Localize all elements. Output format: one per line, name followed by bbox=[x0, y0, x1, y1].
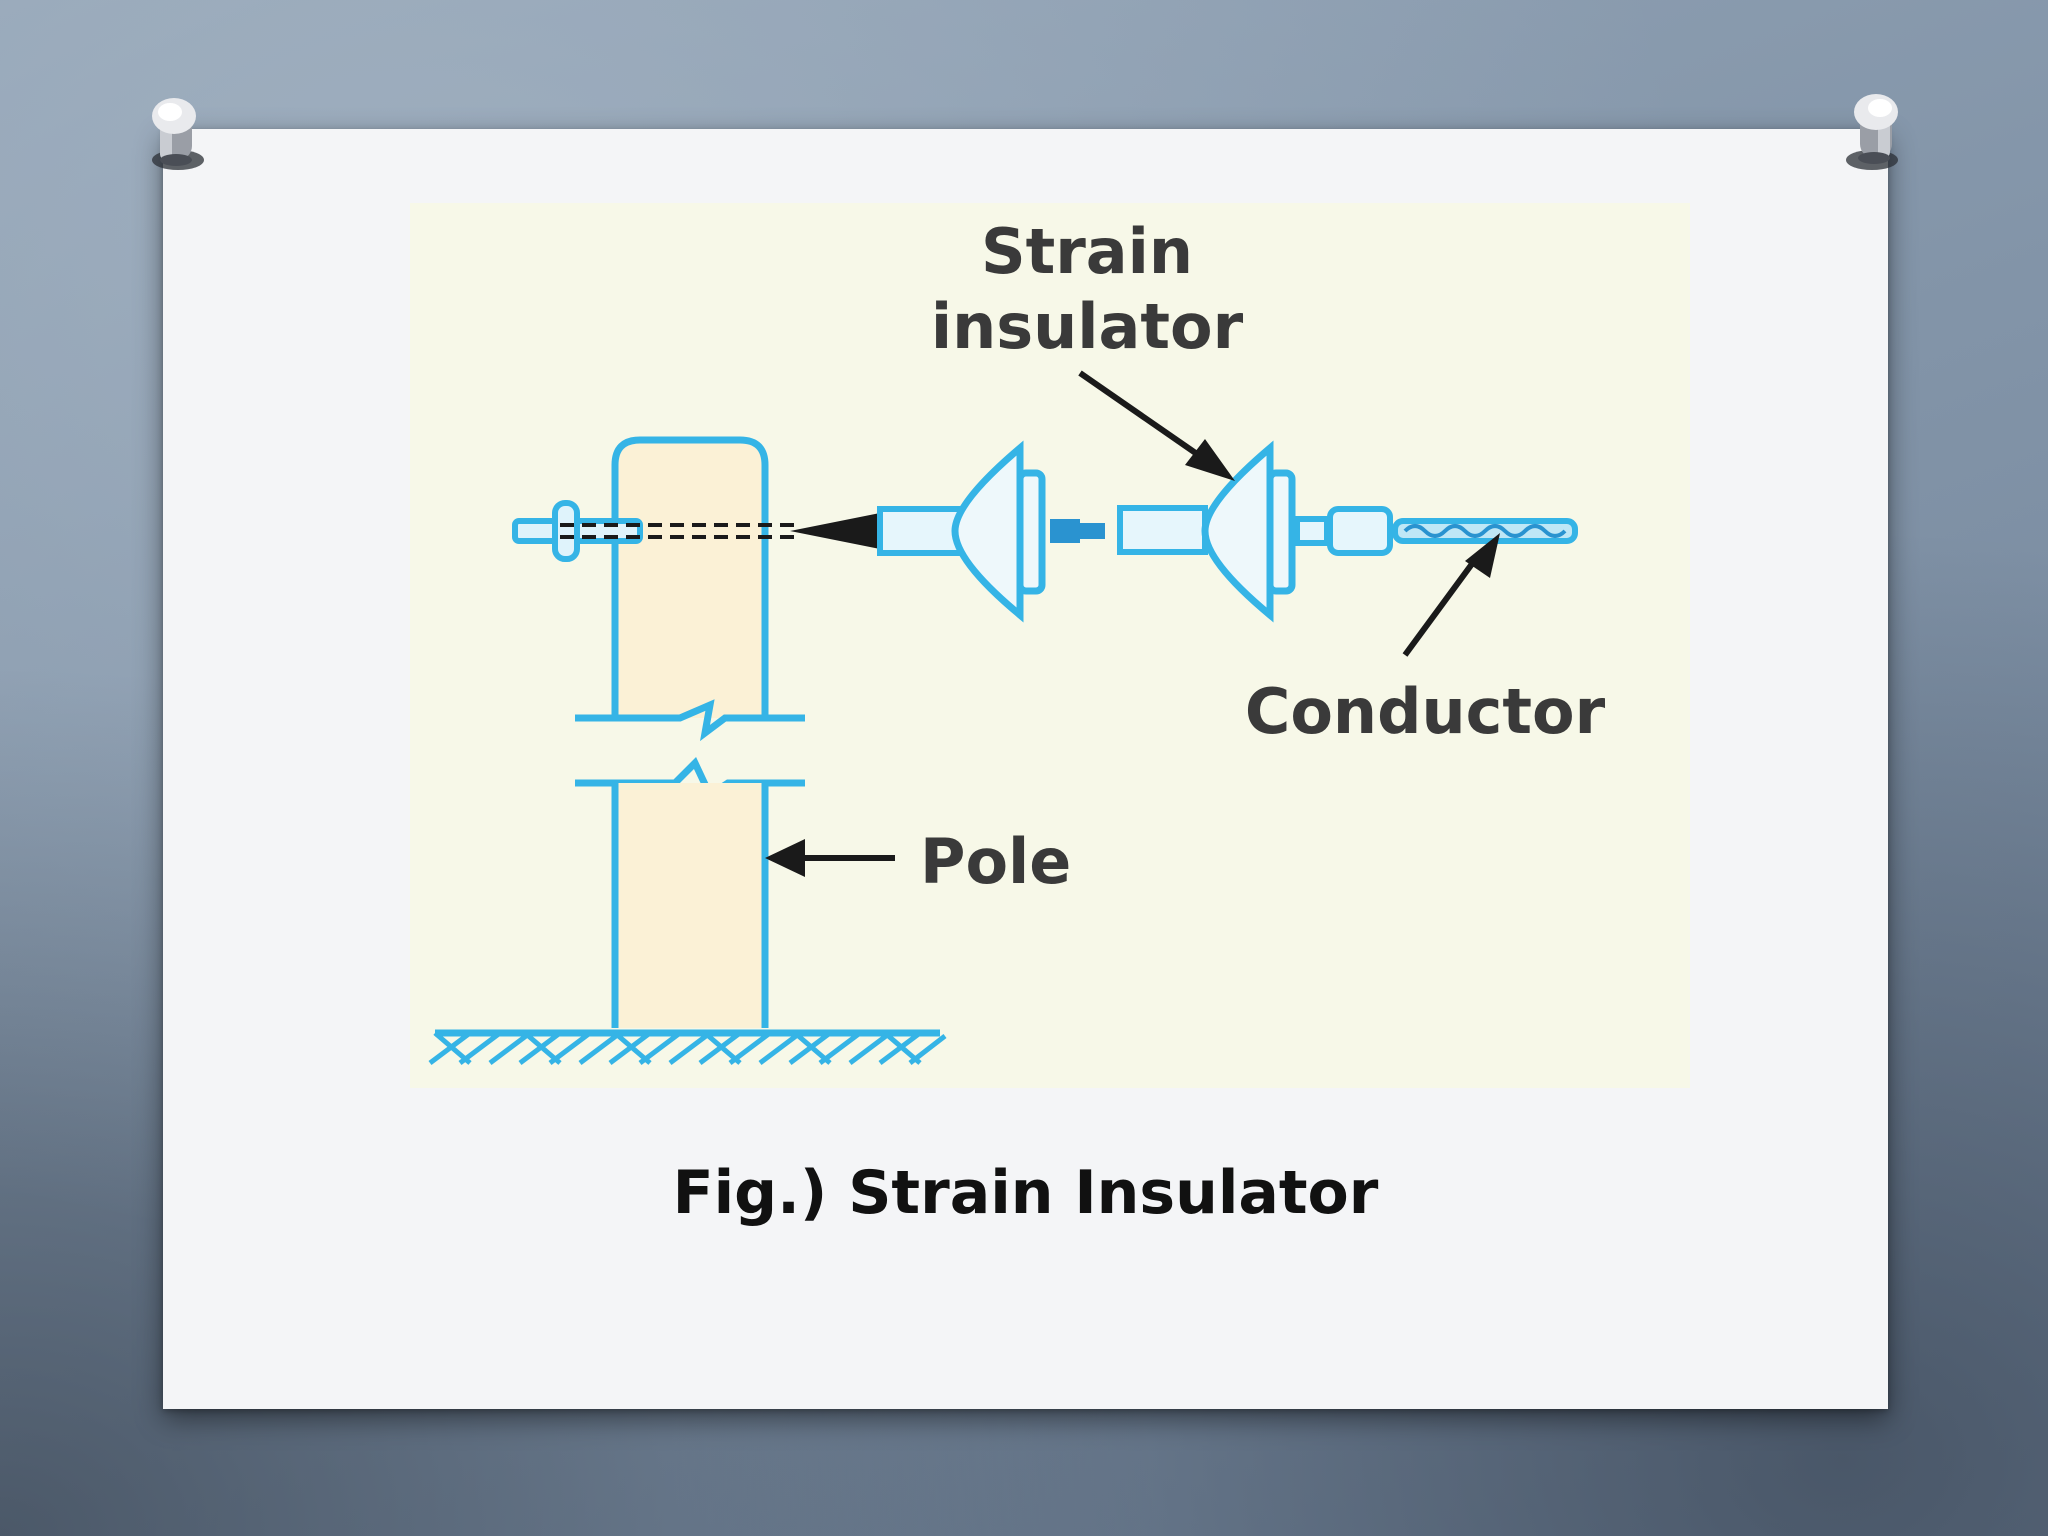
label-conductor: Conductor bbox=[1245, 675, 1606, 748]
through-bolt bbox=[512, 500, 800, 562]
pole bbox=[575, 436, 805, 1028]
conductor bbox=[1392, 518, 1578, 544]
conductor-clamp bbox=[1294, 506, 1393, 556]
insulator-disc-1 bbox=[951, 440, 1046, 623]
figure-caption: Fig.) Strain Insulator bbox=[672, 1158, 1379, 1228]
pushpin-left-icon bbox=[152, 98, 204, 170]
eye-clamp bbox=[790, 506, 963, 556]
arrow-strain-insulator bbox=[1078, 370, 1235, 481]
arrow-conductor bbox=[1402, 533, 1500, 657]
strain-insulator-diagram: Strain insulator Conductor Pole bbox=[410, 203, 1690, 1088]
insulator-disc-2 bbox=[1201, 440, 1296, 623]
label-strain-line2: insulator bbox=[931, 290, 1244, 363]
arrow-pole bbox=[765, 839, 895, 877]
insulator-link bbox=[1050, 505, 1208, 555]
label-strain-line1: Strain bbox=[981, 215, 1193, 288]
label-pole: Pole bbox=[920, 825, 1071, 898]
ground bbox=[428, 1029, 947, 1065]
pushpin-right-icon bbox=[1846, 94, 1898, 170]
